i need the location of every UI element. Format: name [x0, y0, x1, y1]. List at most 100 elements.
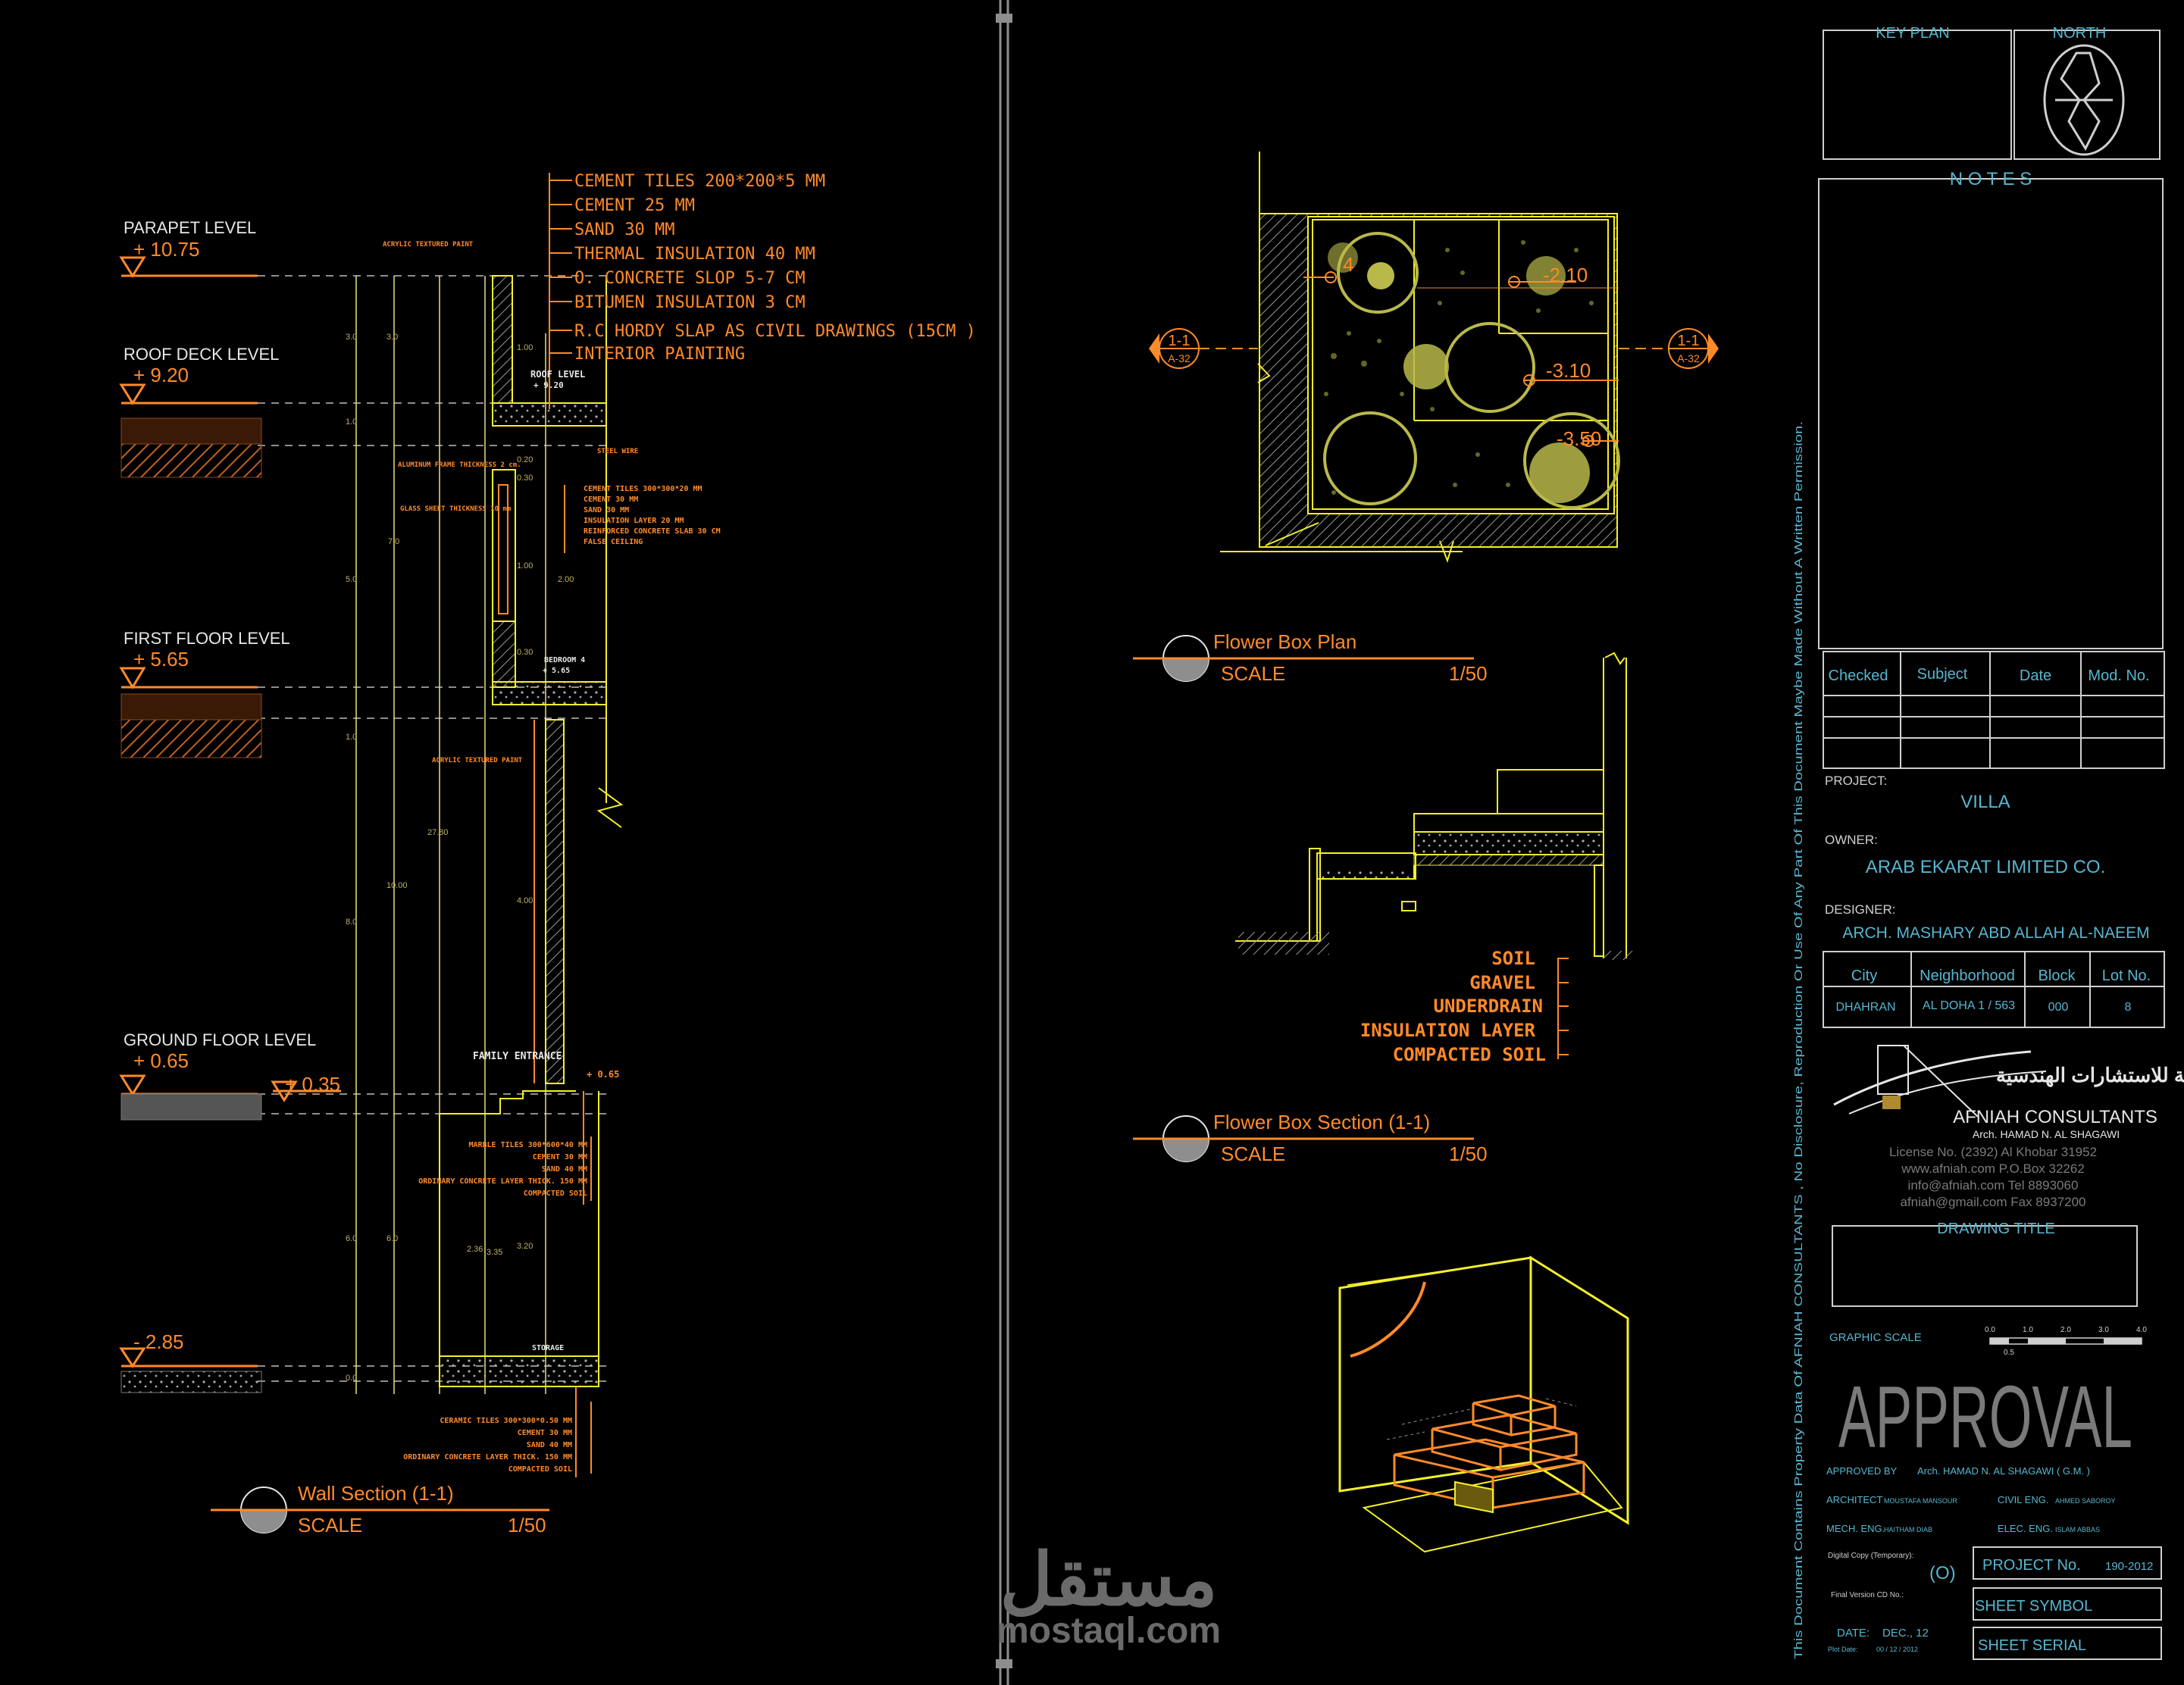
loc-value-block: 000 [2048, 1001, 2069, 1014]
plot-date-label: Plot Date: [1828, 1646, 1858, 1653]
roof-layer: CEMENT TILES 200*200*5 MM [574, 172, 825, 191]
dim-text: 2.00 [558, 575, 574, 584]
level-name-parapet: PARAPET LEVEL [124, 218, 256, 237]
flower-section-scale-value: 1/50 [1449, 1143, 1488, 1165]
dim-text: 5.0 [346, 575, 357, 584]
note-family-value: + 0.65 [587, 1069, 619, 1080]
dim-text: 6.0 [386, 1234, 398, 1243]
title-block-frames [1818, 30, 2165, 1660]
level-value-mid: + 0.35 [285, 1073, 340, 1096]
flower-box-plan [1133, 152, 1719, 682]
roof-layer: THERMAL INSULATION 40 MM [574, 245, 815, 264]
key-plan-label: KEY PLAN [1876, 25, 1949, 42]
dim-text: 1.00 [517, 343, 533, 352]
loc-header-neighborhood: Neighborhood [1920, 968, 2015, 984]
roof-layer: BITUMEN INSULATION 3 CM [574, 293, 806, 312]
basement-layer: ORDINARY CONCRETE LAYER THICK. 150 MM [403, 1453, 572, 1461]
rev-header-checked: Checked [1829, 667, 1888, 684]
graphic-scale-label: GRAPHIC SCALE [1829, 1331, 1922, 1344]
date-value: DEC., 12 [1882, 1627, 1929, 1640]
dim-text: 7.0 [388, 537, 399, 546]
ground-layer: MARBLE TILES 300*600*40 MM [468, 1141, 587, 1149]
scale-tick: 1.0 [2023, 1326, 2033, 1334]
flower-section-title-symbol [1133, 1115, 1474, 1162]
architect-name: MOUSTAFA MANSOUR [1884, 1497, 1957, 1505]
flower-plan-scale-label: SCALE [1221, 662, 1285, 685]
ground-layer: CEMENT 30 MM [533, 1153, 587, 1161]
wall-section [119, 173, 624, 1533]
roof-layer: INTERIOR PAINTING [574, 345, 745, 364]
note-bedroom: BEDROOM 4 [544, 656, 585, 664]
flower-section-layer: COMPACTED SOIL [1393, 1044, 1546, 1065]
logo-name: AFNIAH CONSULTANTS [1953, 1107, 2157, 1127]
dim-text: 1.0 [346, 733, 357, 742]
roof-layer: CEMENT 25 MM [574, 196, 695, 215]
dim-text: 0.0 [346, 1374, 357, 1383]
note-glass: GLASS SHEET THICKNESS 10 mm [400, 505, 512, 513]
logo-sub: Arch. HAMAD N. AL SHAGAWI [1973, 1128, 2120, 1140]
level-name-first: FIRST FLOOR LEVEL [124, 629, 290, 648]
civil-label: CIVIL ENG. [1998, 1494, 2048, 1505]
plan-level: -2.10 [1543, 264, 1588, 286]
note-storage: STORAGE [532, 1344, 564, 1352]
dim-text: 4.00 [517, 896, 533, 905]
dim-text: 10.00 [386, 881, 408, 890]
cut-marker-right-bottom: A-32 [1677, 352, 1700, 364]
roof-layer: SAND 30 MM [574, 220, 674, 239]
wall-section-scale-label: SCALE [298, 1514, 362, 1537]
first-floor-layer: INSULATION LAYER 20 MM [584, 517, 684, 525]
flower-section-layer: SOIL [1491, 948, 1535, 969]
drawing-title-label: DRAWING TITLE [1937, 1221, 2055, 1237]
first-floor-layer: CEMENT TILES 300*300*20 MM [584, 485, 702, 493]
owner-value: ARAB EKARAT LIMITED CO. [1866, 857, 2106, 877]
dim-text: 3.0 [386, 333, 398, 342]
sheet-serial-label: SHEET SERIAL [1978, 1637, 2086, 1654]
watermark-arabic: مستقل [1000, 1540, 1217, 1621]
loc-header-city: City [1851, 968, 1877, 984]
logo-arabic: أفنية للاستشارات الهندسية [1996, 1061, 2184, 1087]
flower-section-scale-label: SCALE [1221, 1143, 1285, 1165]
roof-layer: O. CONCRETE SLOP 5-7 CM [574, 269, 806, 288]
cut-marker-left-bottom: A-32 [1168, 352, 1191, 364]
date-label: DATE: [1837, 1627, 1870, 1640]
sheet-symbol-label: SHEET SYMBOL [1975, 1598, 2092, 1615]
note-aluminum: ALUMINUM FRAME THICKNESS 2 cm. [398, 461, 521, 469]
basement-layer: SAND 40 MM [527, 1441, 572, 1449]
approved-by-label: APPROVED BY [1826, 1465, 1898, 1477]
rev-header-date: Date [2020, 667, 2051, 684]
dim-text: 0.30 [517, 474, 533, 483]
dim-text: 1.00 [517, 561, 533, 571]
level-value-basement: - 2.85 [133, 1330, 184, 1353]
loc-value-lot: 8 [2125, 1001, 2132, 1014]
architect-label: ARCHITECT [1826, 1494, 1882, 1505]
project-no-value: 190-2012 [2105, 1560, 2153, 1573]
dim-text: 2.36 [467, 1245, 483, 1254]
flower-section-layer: UNDERDRAIN [1434, 996, 1544, 1017]
plan-level: -3.50 [1557, 427, 1601, 450]
wall-section-scale-value: 1/50 [508, 1514, 546, 1537]
loc-value-city: DHAHRAN [1835, 1001, 1895, 1014]
contact-line: License No. (2392) Al Khobar 31952 [1889, 1145, 2097, 1159]
flower-plan-scale-value: 1/50 [1449, 662, 1488, 685]
flower-plan-title-symbol [1133, 635, 1474, 682]
cut-marker-left-top: 1-1 [1169, 333, 1191, 349]
note-family-entrance: FAMILY ENTRANCE [473, 1051, 562, 1062]
contact-line: www.afniah.com P.O.Box 32262 [1901, 1161, 2085, 1176]
dim-text: 6.0 [346, 1234, 357, 1243]
scale-tick: 4.0 [2136, 1326, 2147, 1334]
first-floor-layer: FALSE CEILING [584, 538, 643, 546]
elec-name: ISLAM ABBAS [2055, 1526, 2100, 1533]
mech-label: MECH. ENG. [1826, 1523, 1885, 1534]
note-roof-level: ROOF LEVEL [530, 369, 585, 380]
level-name-ground: GROUND FLOOR LEVEL [124, 1030, 316, 1049]
rev-header-mod: Mod. No. [2088, 667, 2149, 684]
project-no-label: PROJECT No. [1982, 1557, 2081, 1574]
designer-label: DESIGNER: [1825, 902, 1896, 917]
rev-header-subject: Subject [1917, 666, 1968, 683]
notes-label: N O T E S [1950, 169, 2032, 189]
level-value-roof: + 9.20 [133, 364, 189, 386]
scale-tick: 2.0 [2060, 1326, 2071, 1334]
level-value-first: + 5.65 [133, 648, 189, 671]
note-acrylic-mid: ACRYLIC TEXTURED PAINT [432, 757, 523, 764]
